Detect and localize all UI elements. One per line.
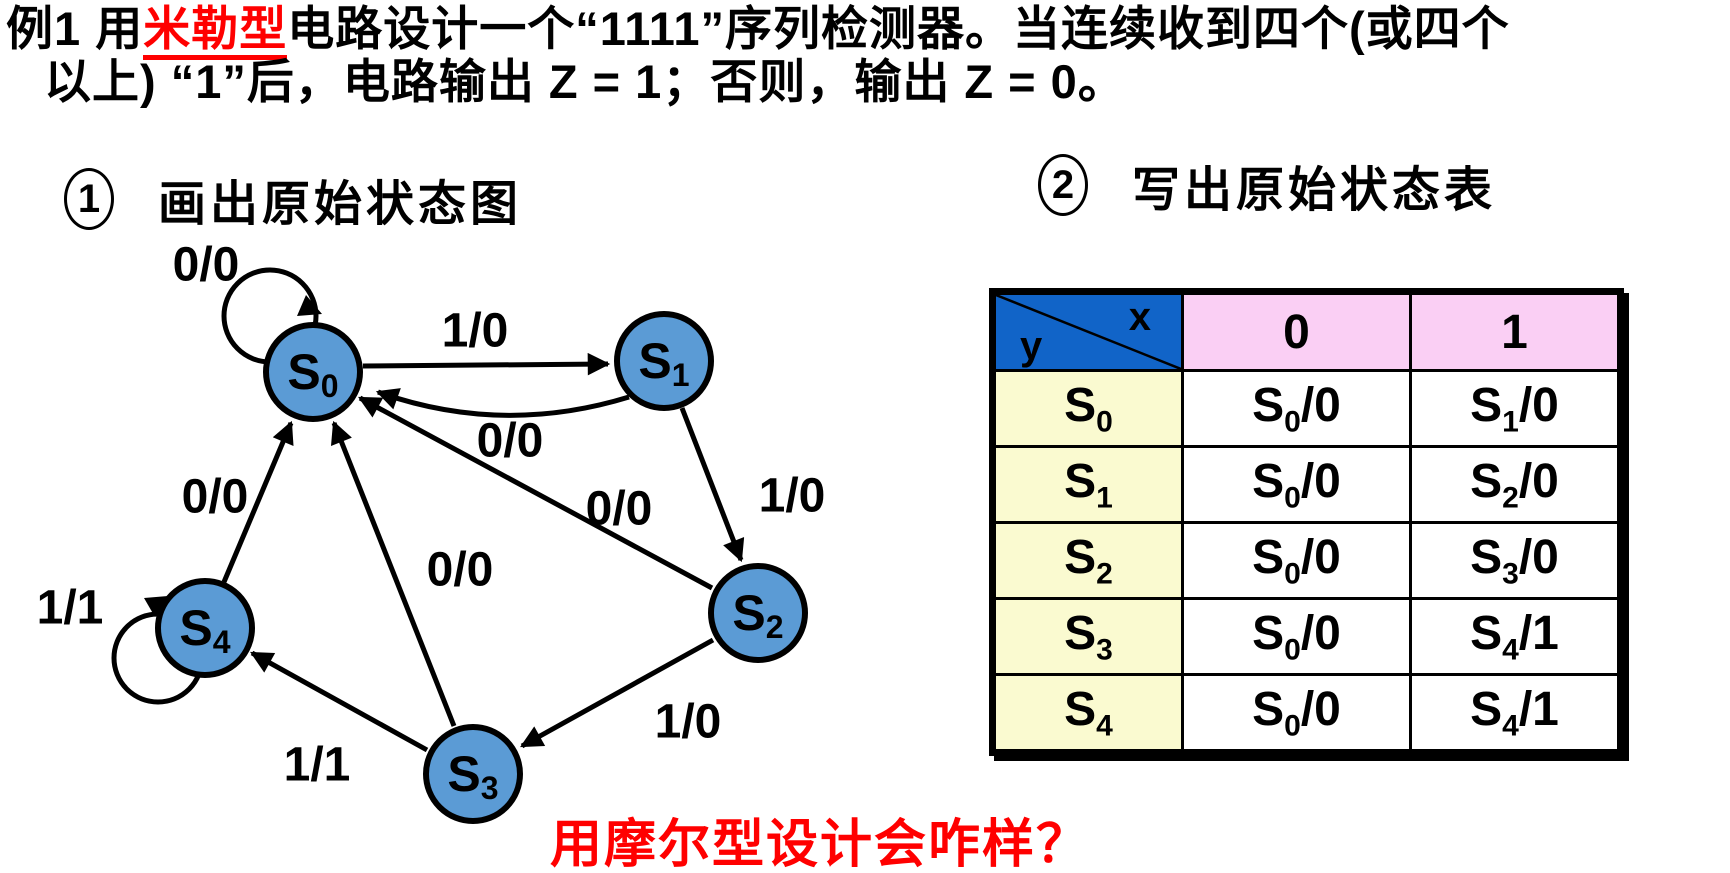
edge-label-s2-s3: 1/0 <box>654 695 722 749</box>
node-label: S <box>732 585 766 641</box>
node-label-subscript: 0 <box>320 368 339 404</box>
circled-number-2: 2 <box>1038 154 1088 216</box>
row-header-s3: S3 <box>991 597 1184 676</box>
node-label-subscript: 1 <box>671 357 690 393</box>
moore-question-note: 用摩尔型设计会咋样？ <box>550 816 1091 873</box>
node-label: S <box>447 746 481 802</box>
cell-s2-x1: S3/0 <box>1409 521 1622 600</box>
node-label-subscript: 2 <box>765 609 784 645</box>
table-row-s1: S1 S0/0 S2/0 <box>991 445 1622 524</box>
edge-label-s0-s1: 1/0 <box>441 304 509 358</box>
col-header-x1: 1 <box>1409 290 1622 372</box>
row-header-s1: S1 <box>991 445 1184 524</box>
row-header-s4: S4 <box>991 673 1184 754</box>
edge-s2-s0 <box>358 395 714 591</box>
edge-label-s1-s2: 1/0 <box>758 469 826 523</box>
section-2-heading: 写出原始状态表 <box>1132 164 1497 217</box>
table-row-s0: S0 S0/0 S1/0 <box>991 369 1622 448</box>
cell-s1-x0: S0/0 <box>1181 445 1412 524</box>
edge-label-s3-s4: 1/1 <box>283 738 351 792</box>
title-line1-pre: 例1 用 <box>6 2 144 55</box>
corner-y-label: y <box>1020 324 1043 368</box>
edge-label-s0-s0: 0/0 <box>172 238 240 292</box>
cell-s4-x0: S0/0 <box>1181 673 1412 754</box>
col-header-x0: 0 <box>1181 290 1412 372</box>
table-header-row: x y 0 1 <box>991 290 1622 372</box>
cell-s3-x1: S4/1 <box>1409 597 1622 676</box>
self-loop-s0-arrowhead-icon <box>297 295 322 316</box>
corner-cell: x y <box>991 290 1184 372</box>
node-label-subscript: 4 <box>212 624 231 660</box>
section-2-heading-row: 2 写出原始状态表 <box>1038 150 1496 220</box>
edge-s3-s4 <box>250 650 429 753</box>
cell-s2-x0: S0/0 <box>1181 521 1412 600</box>
node-label: S <box>179 600 213 656</box>
slide-title: 例1 用米勒型电路设计一个“1111”序列检测器。当连续收到四个(或四个 以上)… <box>6 2 1510 108</box>
row-header-s2: S2 <box>991 521 1184 600</box>
node-label-subscript: 3 <box>480 770 499 806</box>
cell-s1-x1: S2/0 <box>1409 445 1622 524</box>
edge-s0-s1 <box>362 352 611 376</box>
state-table: x y 0 1 S0 S0/0 S1/0 S1 S0/0 S2/0 S2 S0/… <box>989 288 1624 756</box>
title-line1-post: 电路设计一个“1111”序列检测器。当连续收到四个(或四个 <box>287 2 1510 55</box>
cell-s0-x0: S0/0 <box>1181 369 1412 448</box>
edge-s1-s2 <box>679 407 745 563</box>
circled-number-1: 1 <box>64 168 114 230</box>
row-header-s0: S0 <box>991 369 1184 448</box>
cell-s0-x1: S1/0 <box>1409 369 1622 448</box>
edge-label-s4-s4: 1/1 <box>36 581 104 635</box>
edge-label-s4-s0: 0/0 <box>181 470 249 524</box>
table-row-s4: S4 S0/0 S4/1 <box>991 673 1622 754</box>
table-row-s2: S2 S0/0 S3/0 <box>991 521 1622 600</box>
edge-label-s3-s0: 0/0 <box>426 543 494 597</box>
edge-s4-s0 <box>221 420 294 583</box>
mealy-type-highlight: 米勒型 <box>143 2 288 60</box>
edge-s1-s0 <box>375 388 630 418</box>
edge-s2-s3 <box>520 637 715 749</box>
section-1-heading-row: 1 画出原始状态图 <box>64 164 522 234</box>
cell-s4-x1: S4/1 <box>1409 673 1622 754</box>
node-label: S <box>287 344 321 400</box>
node-label: S <box>638 333 672 389</box>
title-line2: 以上) “1”后，电路输出 Z = 1；否则，输出 Z = 0。 <box>44 55 1126 108</box>
cell-s3-x0: S0/0 <box>1181 597 1412 676</box>
table-row-s3: S3 S0/0 S4/1 <box>991 597 1622 676</box>
edge-label-s1-s0: 0/0 <box>476 414 544 468</box>
title-line1: 例1 用米勒型电路设计一个“1111”序列检测器。当连续收到四个(或四个 <box>6 2 1510 60</box>
edge-label-s2-s0: 0/0 <box>585 482 653 536</box>
corner-diagonal-line <box>996 295 1181 369</box>
corner-x-label: x <box>1128 295 1151 339</box>
section-1-heading: 画出原始状态图 <box>158 178 523 231</box>
edge-s3-s0 <box>330 420 457 727</box>
